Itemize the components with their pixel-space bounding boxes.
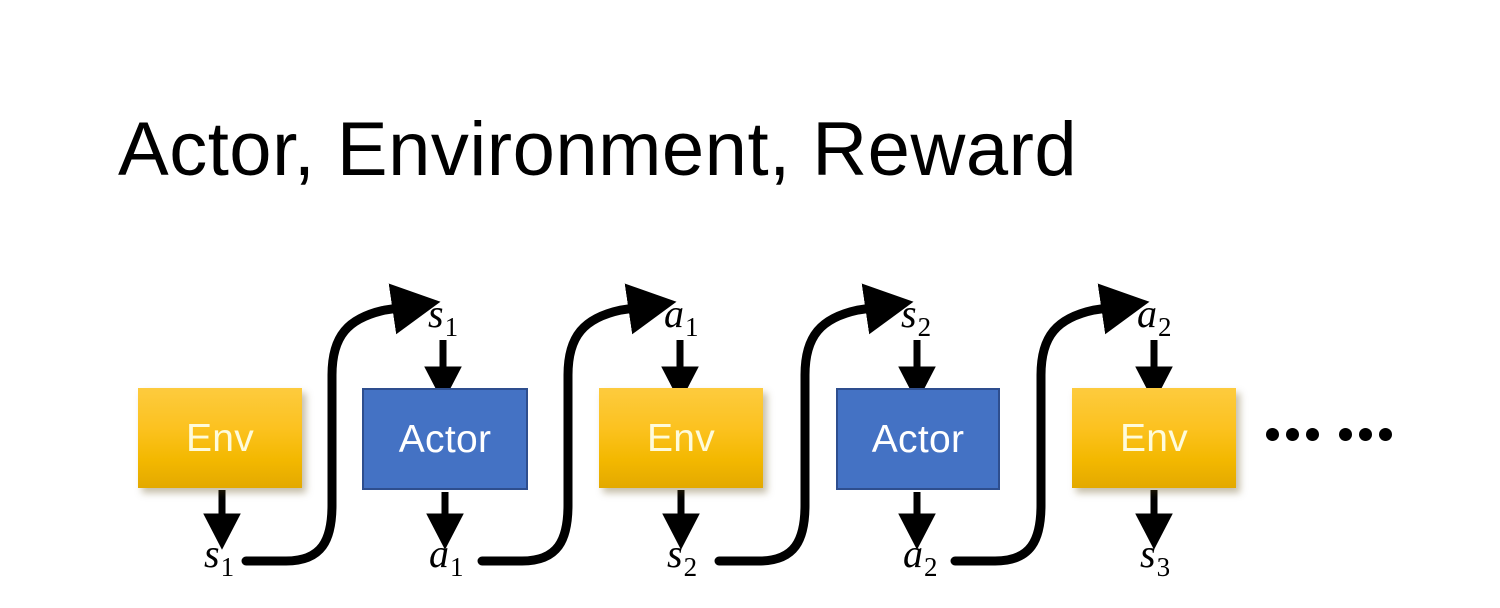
continuation-ellipsis bbox=[1266, 428, 1392, 441]
label-bottom-s3: s3 bbox=[1140, 531, 1170, 581]
label-top-s1: s1 bbox=[428, 291, 458, 341]
label-bottom-a1: a1 bbox=[429, 531, 464, 581]
ellipsis-dot bbox=[1306, 428, 1319, 441]
ellipsis-dot bbox=[1266, 428, 1279, 441]
label-bottom-s2-symbol: s bbox=[667, 531, 683, 576]
label-bottom-a1-subscript: 1 bbox=[450, 552, 464, 582]
label-top-s2-subscript: 2 bbox=[917, 312, 932, 342]
page-title: Actor, Environment, Reward bbox=[118, 107, 1078, 192]
label-top-a2-subscript: 2 bbox=[1158, 312, 1172, 342]
actor-box-1-label: Actor bbox=[398, 417, 492, 461]
env-box-3[interactable]: Env bbox=[1072, 388, 1236, 488]
label-bottom-s3-subscript: 3 bbox=[1156, 552, 1171, 582]
label-top-s2: s2 bbox=[901, 291, 931, 341]
label-top-s1-subscript: 1 bbox=[444, 312, 459, 342]
ellipsis-dot bbox=[1339, 428, 1352, 441]
label-top-a1-subscript: 1 bbox=[685, 312, 699, 342]
label-top-a2: a2 bbox=[1137, 291, 1172, 341]
label-bottom-a2-subscript: 2 bbox=[924, 552, 938, 582]
env-box-3-label: Env bbox=[1119, 416, 1189, 460]
actor-box-2[interactable]: Actor bbox=[836, 388, 1000, 490]
label-bottom-a2: a2 bbox=[903, 531, 938, 581]
label-bottom-s1-subscript: 1 bbox=[220, 552, 235, 582]
actor-box-1[interactable]: Actor bbox=[362, 388, 528, 490]
env-box-2-label: Env bbox=[646, 416, 716, 460]
label-bottom-s1: s1 bbox=[204, 531, 234, 581]
env-box-1[interactable]: Env bbox=[138, 388, 302, 488]
label-bottom-s2-subscript: 2 bbox=[683, 552, 698, 582]
label-bottom-s3-symbol: s bbox=[1140, 531, 1156, 576]
ellipsis-dot bbox=[1359, 428, 1372, 441]
actor-box-2-label: Actor bbox=[871, 417, 965, 461]
label-bottom-s1-symbol: s bbox=[204, 531, 220, 576]
label-top-a1: a1 bbox=[664, 291, 699, 341]
label-bottom-a1-symbol: a bbox=[429, 531, 449, 576]
ellipsis-dot bbox=[1286, 428, 1299, 441]
label-bottom-a2-symbol: a bbox=[903, 531, 923, 576]
label-top-a2-symbol: a bbox=[1137, 291, 1157, 336]
label-top-s2-symbol: s bbox=[901, 291, 917, 336]
ellipsis-dot bbox=[1379, 428, 1392, 441]
env-box-1-label: Env bbox=[185, 416, 255, 460]
ellipsis-gap bbox=[1326, 434, 1332, 435]
label-top-s1-symbol: s bbox=[428, 291, 444, 336]
env-box-2[interactable]: Env bbox=[599, 388, 763, 488]
label-top-a1-symbol: a bbox=[664, 291, 684, 336]
label-bottom-s2: s2 bbox=[667, 531, 697, 581]
